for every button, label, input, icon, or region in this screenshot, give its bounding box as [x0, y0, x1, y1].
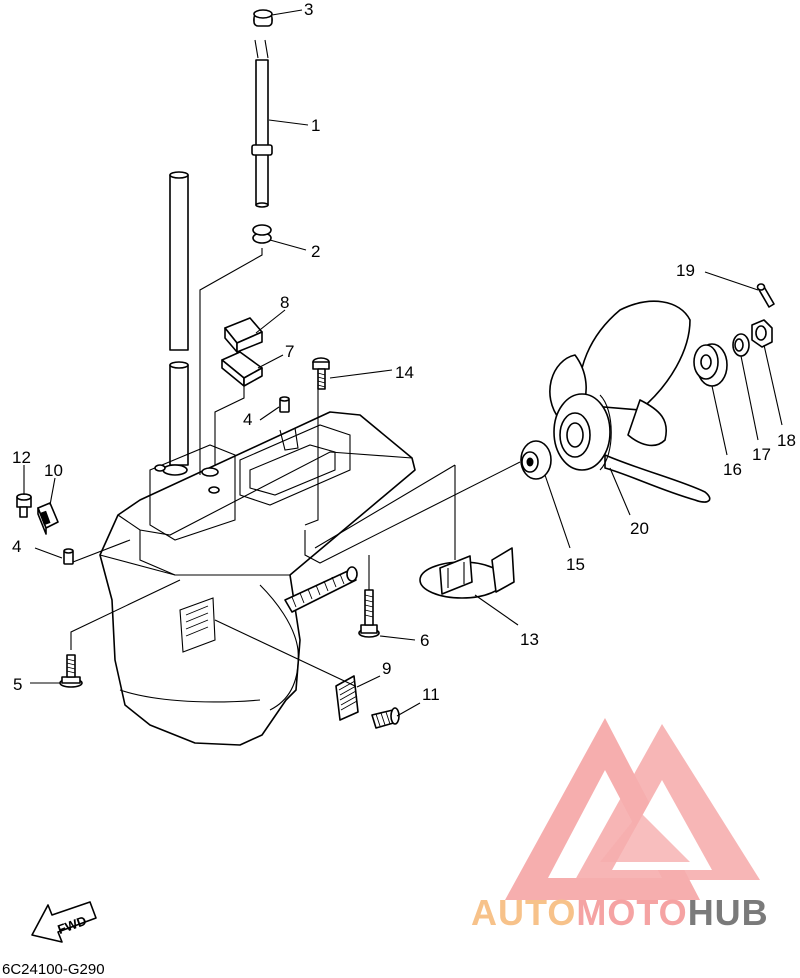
diagram-code: 6C24100-G290 [2, 961, 105, 978]
bolt-12 [16, 493, 32, 518]
propeller [549, 300, 711, 503]
screw-11 [371, 707, 400, 729]
callout-18: 18 [777, 431, 796, 450]
shift-rod [251, 39, 273, 208]
bolt-5 [59, 654, 83, 688]
callout-14: 14 [395, 363, 414, 382]
dowel-pin-upper [279, 396, 290, 413]
brand-part-hub: HUB [688, 892, 769, 933]
callout-20: 20 [630, 519, 649, 538]
brand-part-moto: MOTO [576, 892, 687, 933]
callout-7: 7 [285, 342, 294, 361]
callout-15: 15 [566, 555, 585, 574]
brand-watermark: AUTOMOTOHUB [471, 892, 769, 933]
callout-17: 17 [752, 445, 771, 464]
callout-6: 6 [420, 631, 429, 650]
lower-unit-housing [99, 411, 416, 746]
callout-4-upper: 4 [243, 410, 252, 429]
callout-5: 5 [13, 675, 22, 694]
callout-labels: 1 2 3 4 4 5 6 7 8 9 10 11 12 13 14 15 16… [12, 0, 796, 704]
bracket [221, 351, 263, 387]
rubber-seal [224, 317, 263, 353]
cotter-pin [756, 283, 775, 308]
callout-16: 16 [723, 460, 742, 479]
callout-13: 13 [520, 630, 539, 649]
callout-9: 9 [382, 659, 391, 678]
callout-19: 19 [676, 261, 695, 280]
callout-leaders [23, 9, 783, 717]
thrust-washer [520, 440, 552, 480]
assembly-lines [70, 248, 521, 687]
fwd-arrow-icon: FWD [31, 901, 97, 943]
dowel-pin-lower [63, 548, 74, 565]
shift-rod-grommet [253, 9, 273, 27]
anode-9 [335, 675, 359, 721]
anode-10 [37, 502, 59, 535]
callout-4-lower: 4 [12, 537, 21, 556]
callout-2: 2 [311, 242, 320, 261]
bolt-6 [358, 589, 380, 638]
callout-10: 10 [44, 461, 63, 480]
brand-part-auto: AUTO [471, 892, 576, 933]
callout-1: 1 [311, 116, 320, 135]
callout-12: 12 [12, 448, 31, 467]
callout-8: 8 [280, 293, 289, 312]
trim-tab [419, 547, 515, 599]
callout-11: 11 [422, 685, 440, 704]
spacer [693, 343, 728, 387]
shift-rod-seal [252, 224, 272, 244]
washer [732, 333, 750, 357]
drive-shaft [169, 171, 189, 466]
callout-3: 3 [304, 0, 313, 19]
brand-logo-icon [505, 718, 760, 900]
svg-text:AUTOMOTOHUB: AUTOMOTOHUB [471, 892, 769, 933]
propeller-nut [751, 319, 773, 348]
bolt-14 [312, 357, 330, 390]
